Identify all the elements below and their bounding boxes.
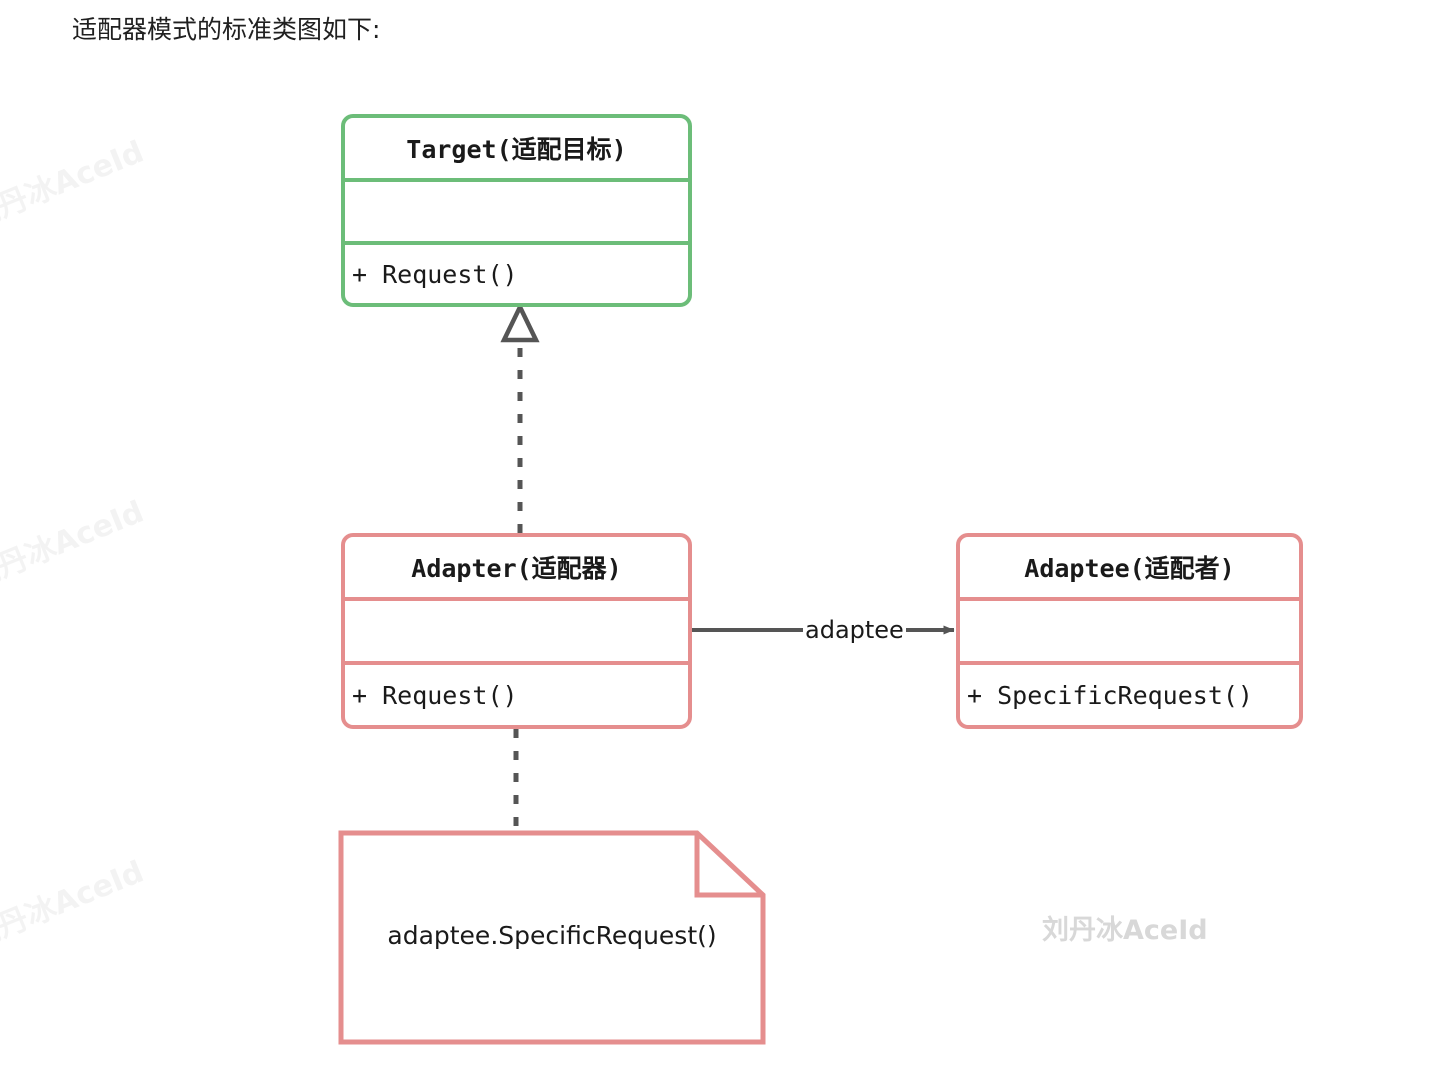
uml-class-adaptee-separator-1 — [960, 597, 1299, 601]
uml-class-target-separator-1 — [345, 178, 688, 182]
uml-class-adaptee-separator-2 — [960, 661, 1299, 665]
uml-class-adapter-title: Adapter(适配器) — [411, 554, 622, 583]
uml-class-adapter[interactable]: Adapter(适配器) + Request() — [341, 533, 692, 729]
uml-class-adapter-separator-1 — [345, 597, 688, 601]
uml-class-adapter-attributes — [345, 601, 688, 661]
uml-class-target-attributes — [345, 182, 688, 241]
uml-class-target-title: Target(适配目标) — [406, 135, 627, 164]
page-caption: 适配器模式的标准类图如下: — [72, 15, 381, 44]
uml-class-adaptee[interactable]: Adaptee(适配者) + SpecificRequest() — [956, 533, 1303, 729]
uml-class-adaptee-title: Adaptee(适配者) — [1024, 554, 1235, 583]
uml-class-target-method-0: + Request() — [352, 259, 518, 289]
uml-note-text: adaptee.SpecificRequest() — [387, 921, 717, 950]
uml-class-target-separator-2 — [345, 241, 688, 245]
uml-class-adaptee-method-0: + SpecificRequest() — [967, 680, 1253, 710]
uml-class-target[interactable]: Target(适配目标) + Request() — [341, 114, 692, 307]
note-shape — [338, 830, 766, 1045]
uml-class-adapter-method-0: + Request() — [352, 680, 518, 710]
uml-class-adapter-separator-2 — [345, 661, 688, 665]
uml-note-adapter-impl[interactable]: adaptee.SpecificRequest() — [339, 831, 765, 1044]
edge-label-adaptee: adaptee — [803, 616, 906, 644]
edge-adapter-realizes-target — [500, 301, 540, 533]
uml-class-adaptee-attributes — [960, 601, 1299, 661]
